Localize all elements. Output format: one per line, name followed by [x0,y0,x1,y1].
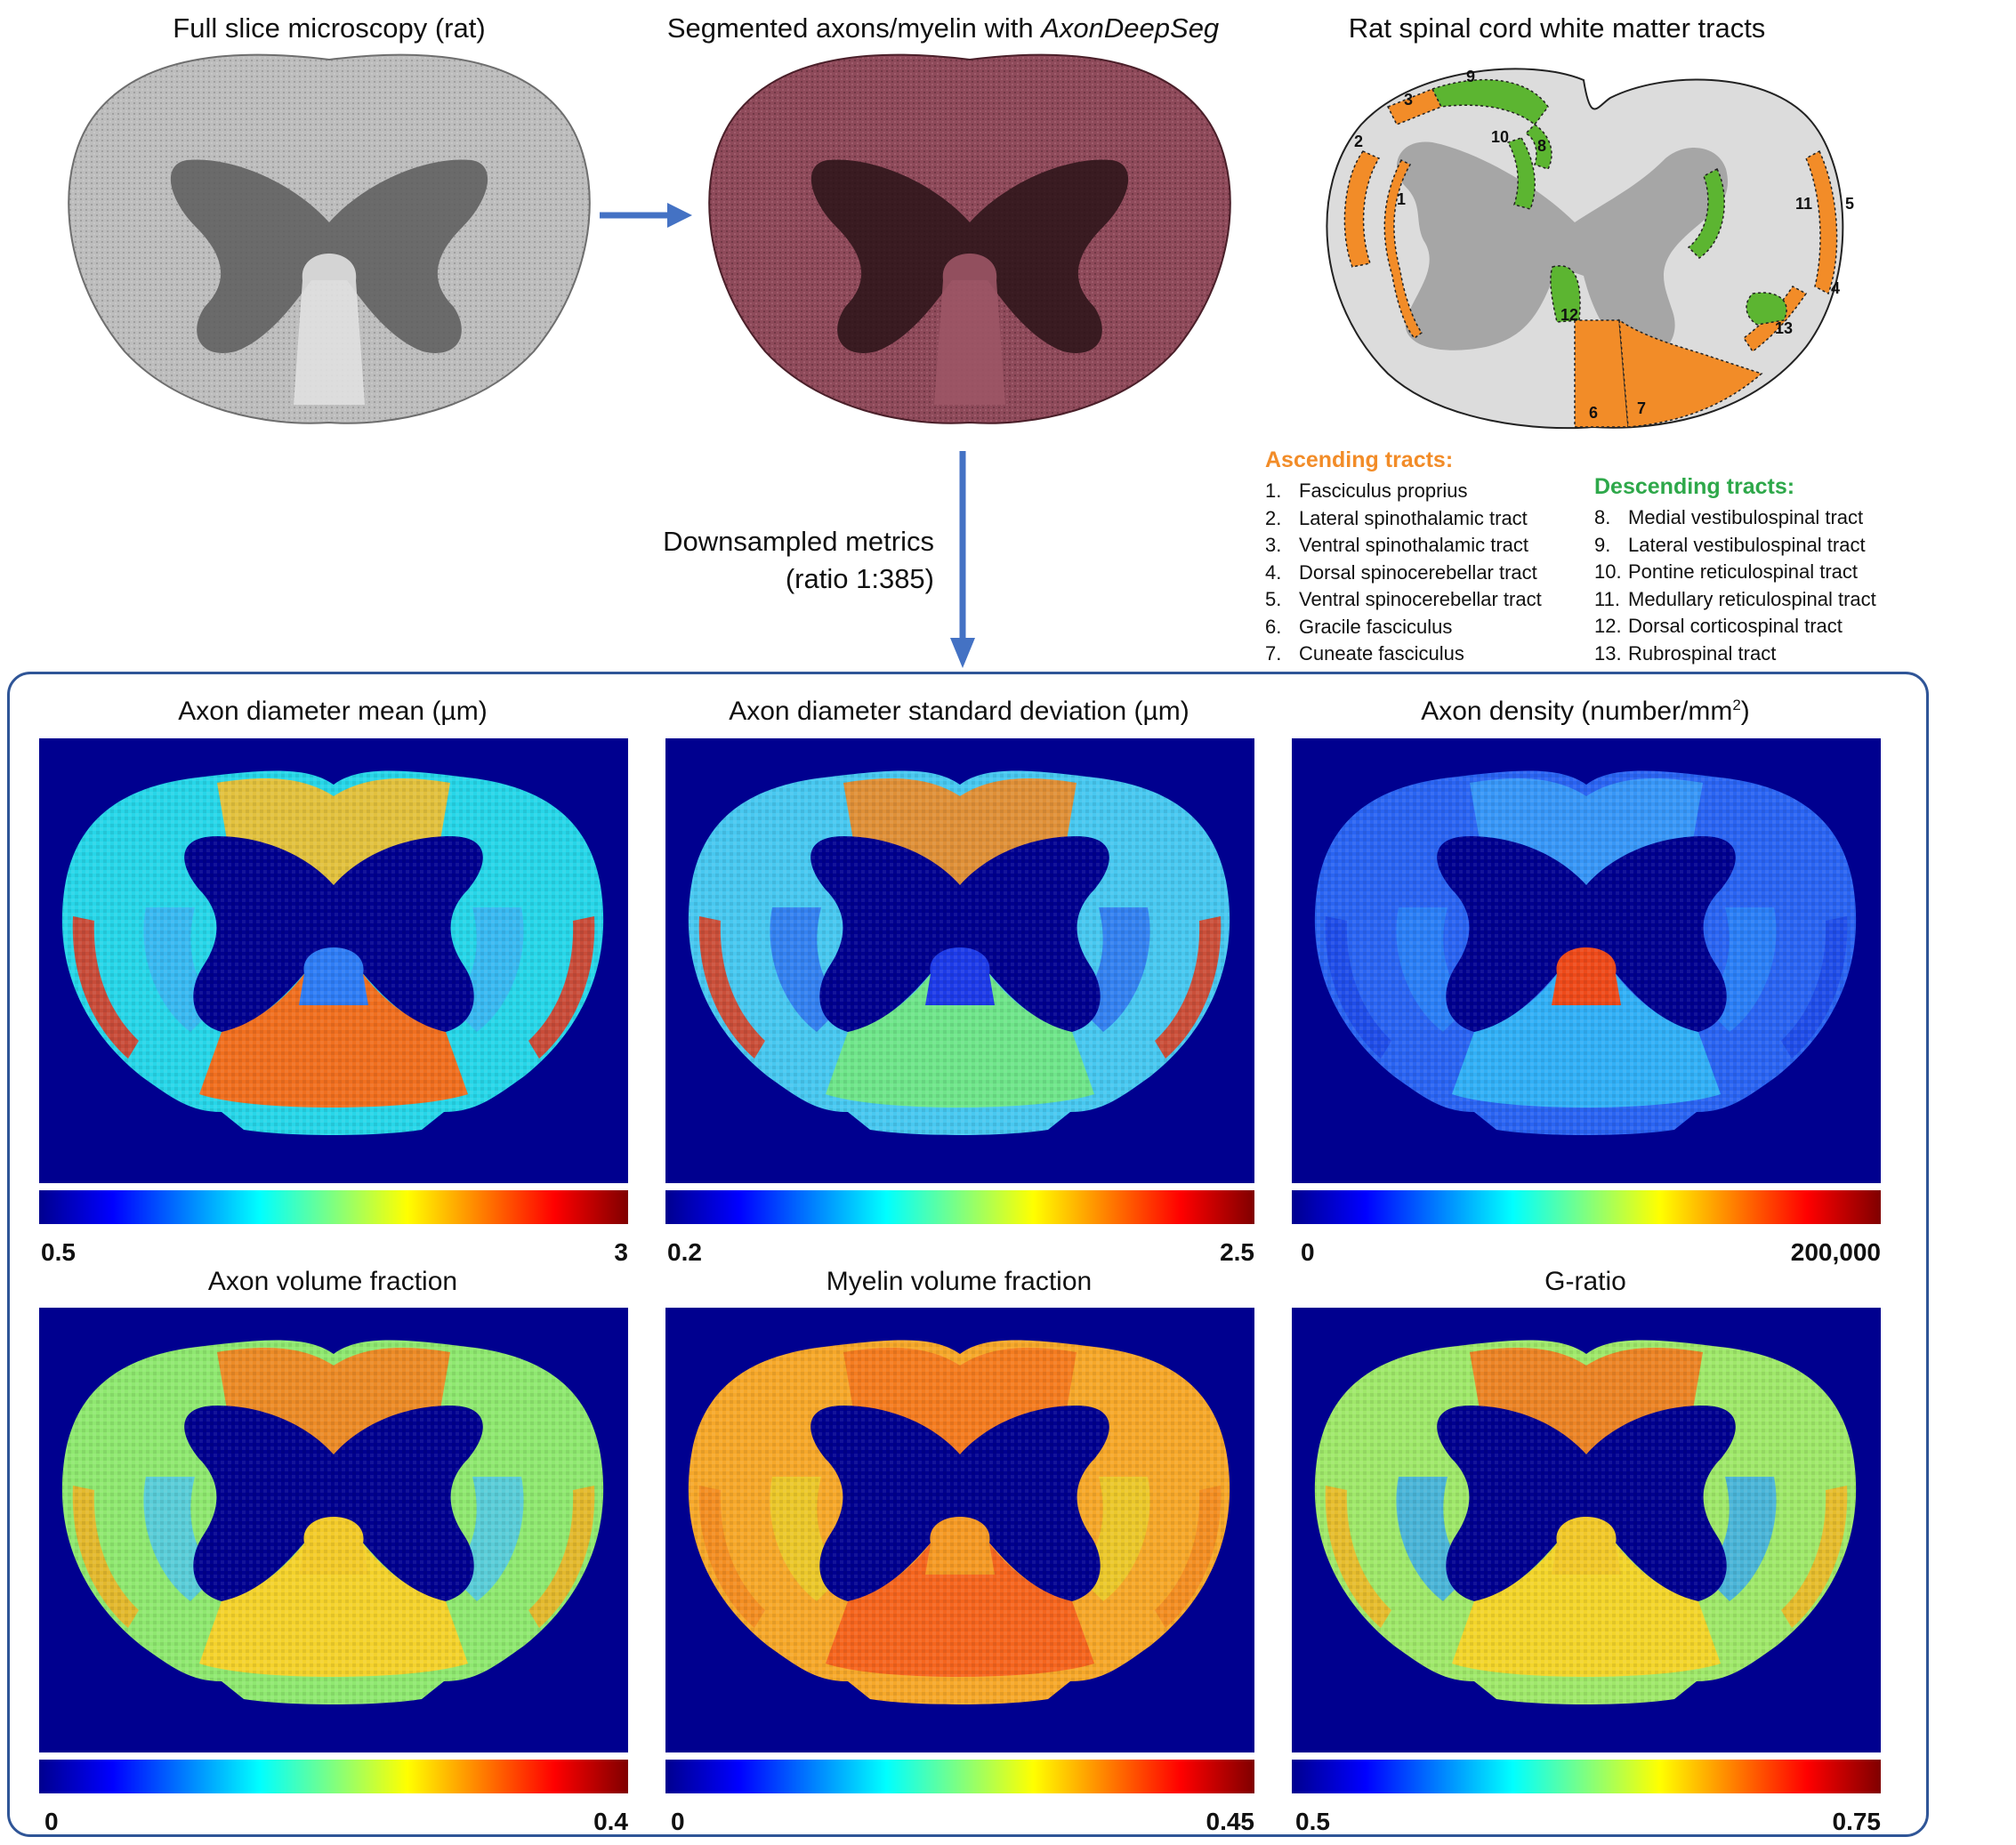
map-pixel-texture [688,1340,1230,1704]
segmentation-title-software: AxonDeepSeg [1041,12,1220,44]
atlas-label-2: 2 [1354,133,1363,150]
ascending-item: 2.Lateral spinothalamic tract [1265,506,1528,529]
ascending-list: 1.Fasciculus proprius 2.Lateral spinotha… [1265,478,1542,668]
map-myelin-volume-fraction [665,1308,1254,1752]
map-title-g-ratio: G-ratio [1544,1267,1626,1296]
downsample-caption-line2: (ratio 1:385) [785,563,934,594]
descending-item: 12.Dorsal corticospinal tract [1594,615,1843,637]
map-pixel-texture [61,770,604,1135]
metric-maps-frame [7,672,1929,1837]
atlas-label-1: 1 [1397,190,1406,208]
atlas-label-3: 3 [1404,91,1413,109]
colorbar-axon-density [1292,1190,1881,1224]
axon-density-title-end: ) [1740,697,1750,726]
colorbar-max-label: 2.5 [1220,1238,1254,1266]
colorbar-g-ratio [1292,1760,1881,1793]
ascending-item: 7.Cuneate fasciculus [1265,642,1464,665]
descending-item: 11.Medullary reticulospinal tract [1594,587,1876,610]
colorbar-max-label: 3 [614,1238,628,1266]
axon-density-title-main: Axon density (number/mm [1421,697,1733,726]
segmentation-title-prefix: Segmented axons/myelin with [666,12,1042,44]
descending-item: 8.Medial vestibulospinal tract [1594,506,1864,528]
map-title-axon-density: Axon density (number/mm2) [1292,697,1879,727]
ascending-item: 4.Dorsal spinocerebellar tract [1265,560,1537,584]
descending-item: 10.Pontine reticulospinal tract [1594,560,1859,583]
map-pixel-texture [688,770,1230,1135]
map-g-ratio [1292,1308,1881,1752]
map-axon-diameter-mean [39,738,628,1183]
atlas-label-9: 9 [1466,68,1475,85]
colorbar-axon-diameter-mean [39,1190,628,1224]
descending-list: 8.Medial vestibulospinal tract 9.Lateral… [1594,504,1876,667]
map-title-axon-diameter-sd: Axon diameter standard deviation (µm) [729,697,1189,726]
microscopy-image [68,53,591,424]
ascending-item: 1.Fasciculus proprius [1265,479,1468,502]
atlas-label-13: 13 [1775,319,1793,337]
colorbar-min-label: 0 [44,1808,59,1835]
colorbar-min-label: 0.2 [667,1238,702,1266]
descending-item: 9.Lateral vestibulospinal tract [1594,533,1866,556]
segmented-image [708,53,1231,424]
colorbar-min-label: 0.5 [1295,1808,1330,1835]
colorbar-max-label: 0.45 [1206,1808,1255,1835]
map-axon-density [1292,738,1881,1183]
atlas-label-10: 10 [1491,128,1509,146]
map-pixel-texture [61,1340,604,1704]
atlas-label-5: 5 [1845,195,1854,213]
map-axon-diameter-sd [665,738,1254,1183]
colorbar-axon-volume-fraction [39,1760,628,1793]
atlas-label-12: 12 [1560,306,1578,324]
map-pixel-texture [1314,770,1857,1135]
ascending-item: 5.Ventral spinocerebellar tract [1265,588,1542,610]
colorbar-axon-diameter-sd [665,1190,1254,1224]
atlas-label-8: 8 [1537,137,1546,155]
arrow-right-icon [600,203,692,228]
segmentation-title: Segmented axons/myelin with AxonDeepSeg [641,12,1246,44]
atlas-label-6: 6 [1589,404,1598,422]
atlas-label-4: 4 [1831,279,1840,297]
microscopy-title: Full slice microscopy (rat) [173,12,486,44]
tracts-title: Rat spinal cord white matter tracts [1348,12,1766,44]
colorbar-min-label: 0 [1301,1238,1315,1266]
downsample-caption-line1: Downsampled metrics [663,526,934,557]
colorbar-min-label: 0 [671,1808,685,1835]
colorbar-max-label: 0.75 [1832,1808,1882,1835]
map-title-axon-volume-fraction: Axon volume fraction [207,1267,458,1296]
tracts-atlas: 1 2 3 4 5 6 7 8 9 10 11 12 13 [1326,68,1854,430]
atlas-label-11: 11 [1795,195,1812,213]
map-axon-volume-fraction [39,1308,628,1752]
descending-item: 13.Rubrospinal tract [1594,641,1777,665]
descending-regions [1431,78,1787,326]
map-pixel-texture [1314,1340,1857,1704]
ascending-item: 3.Ventral spinothalamic tract [1265,534,1529,556]
colorbar-max-label: 0.4 [593,1808,628,1835]
colorbar-myelin-volume-fraction [665,1760,1254,1793]
ascending-item: 6.Gracile fasciculus [1265,615,1453,638]
map-title-myelin-volume-fraction: Myelin volume fraction [826,1267,1093,1296]
downsample-caption: Downsampled metrics (ratio 1:385) [614,523,934,598]
descending-heading: Descending tracts: [1594,474,1795,499]
ascending-heading: Ascending tracts: [1265,447,1454,472]
atlas-label-7: 7 [1637,399,1646,417]
axon-density-title-sup: 2 [1732,697,1741,713]
arrow-down-icon [950,451,975,668]
colorbar-max-label: 200,000 [1790,1238,1881,1266]
map-title-axon-diameter-mean: Axon diameter mean (µm) [178,697,488,726]
colorbar-min-label: 0.5 [41,1238,76,1266]
ascending-regions [1343,88,1838,428]
